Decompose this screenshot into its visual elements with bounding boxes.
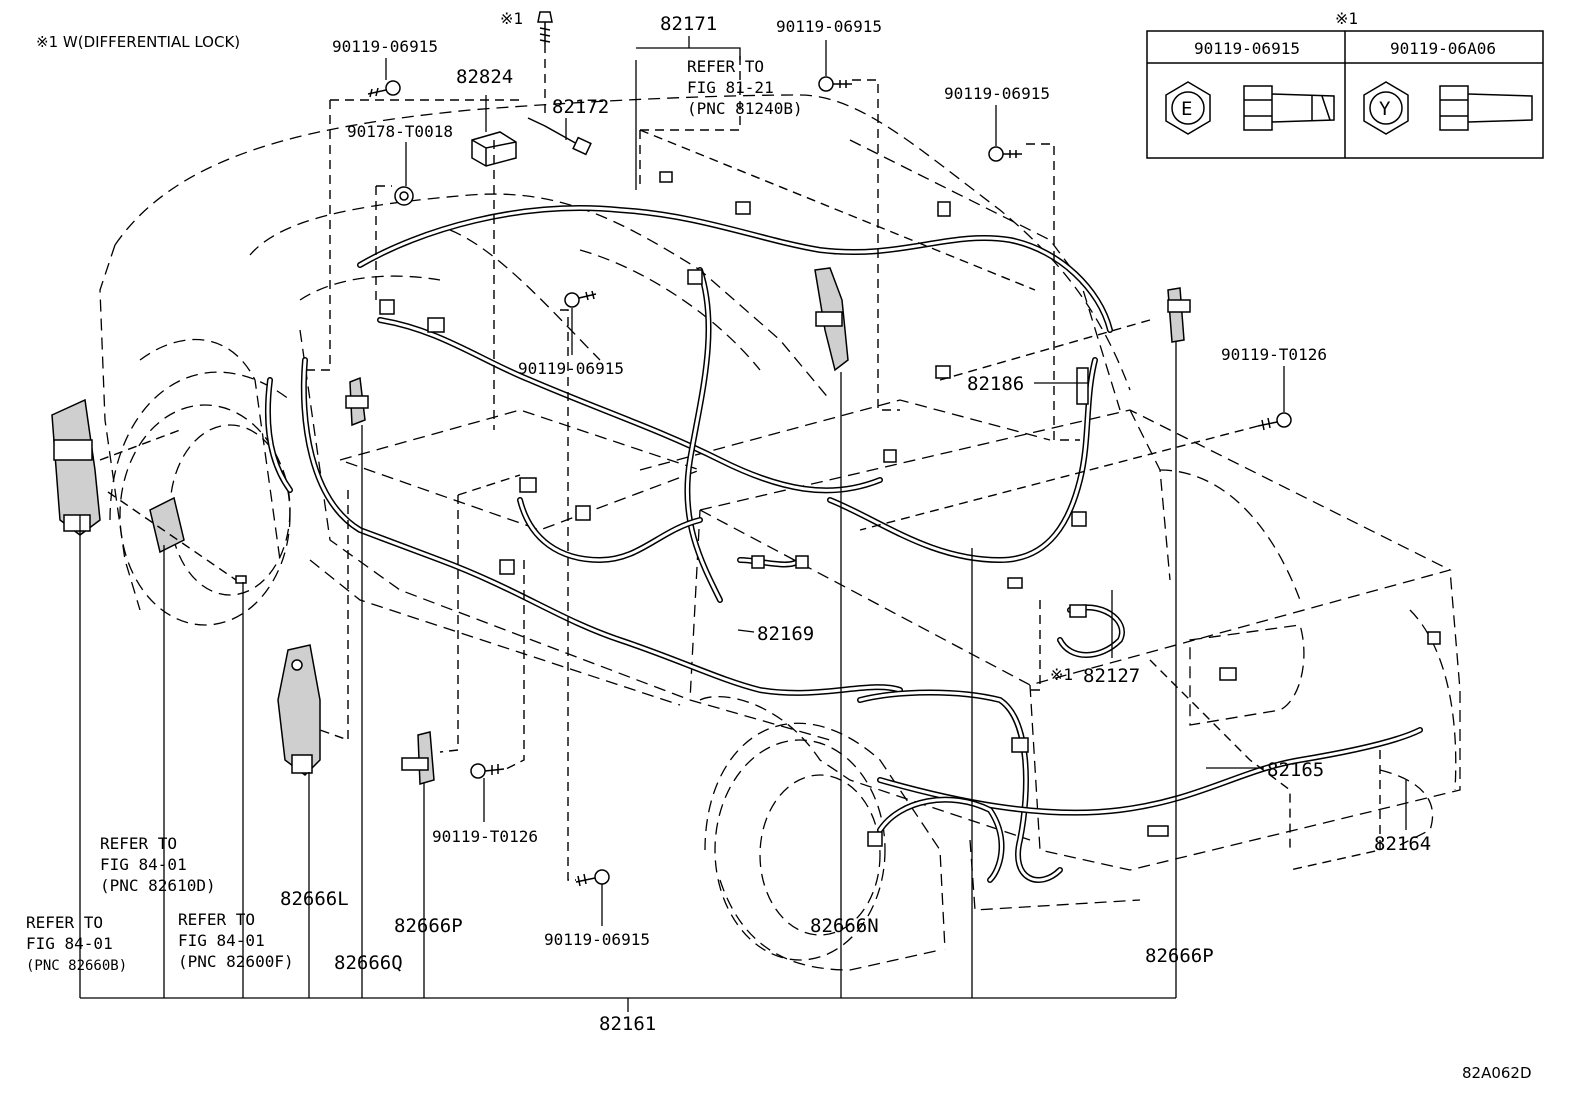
part-number-82186: 82186 xyxy=(967,373,1024,395)
part-82666P-right-bracket xyxy=(1167,287,1191,343)
bolt-icon xyxy=(564,290,597,308)
bolt-icon xyxy=(537,11,553,44)
part-number-82666Q: 82666Q xyxy=(334,952,403,974)
bolt-icon xyxy=(575,869,610,887)
part-82186-clip xyxy=(1076,367,1089,405)
svg-text:(PNC 82600F): (PNC 82600F) xyxy=(178,952,294,971)
part-number-82171: 82171 xyxy=(660,13,717,35)
footnote: ※1 W(DIFFERENTIAL LOCK) xyxy=(36,33,240,51)
svg-text:FIG 84-01: FIG 84-01 xyxy=(178,931,265,950)
svg-text:REFER TO: REFER TO xyxy=(26,913,103,932)
table-column-header: 90119-06915 xyxy=(1194,39,1300,58)
svg-text:REFER TO: REFER TO xyxy=(100,834,177,853)
bolt-icon xyxy=(988,146,1022,162)
wire-harnesses xyxy=(264,205,1423,883)
bolt-part-number: 90119-T0126 xyxy=(432,827,538,846)
part-82661-bracket-assembly xyxy=(51,398,101,536)
vehicle-body-outline xyxy=(99,94,1461,971)
bolt-part-number: 90119-T0126 xyxy=(1221,345,1327,364)
reference-note-82660B: REFER TO FIG 84-01 (PNC 82660B) xyxy=(26,913,127,974)
reference-note-82610D: REFER TO FIG 84-01 (PNC 82610D) xyxy=(100,834,216,895)
part-82666N-bracket xyxy=(814,267,849,372)
fastener-table: ※1 90119-06915 90119-06A06 E Y xyxy=(1146,9,1544,159)
part-82666Q-bracket xyxy=(345,376,369,427)
reference-note-82600F: REFER TO FIG 84-01 (PNC 82600F) xyxy=(178,910,294,971)
svg-text:REFER TO: REFER TO xyxy=(687,57,764,76)
svg-text:REFER TO: REFER TO xyxy=(178,910,255,929)
bolt-part-number: 90119-06915 xyxy=(332,37,438,56)
bolt-part-number: 90119-06915 xyxy=(776,17,882,36)
assembly-guide-lines xyxy=(99,44,1381,881)
part-labels: ※1 W(DIFFERENTIAL LOCK) ※1 82171 82824 8… xyxy=(26,9,1532,1082)
bolt-mark: ※1 xyxy=(500,9,523,28)
part-number-82666N: 82666N xyxy=(810,915,879,937)
svg-text:FIG 81-21: FIG 81-21 xyxy=(687,78,774,97)
table-column-header: 90119-06A06 xyxy=(1390,39,1496,58)
svg-text:(PNC 82610D): (PNC 82610D) xyxy=(100,876,216,895)
part-number-82164: 82164 xyxy=(1374,833,1431,855)
clip-90178-T0018 xyxy=(394,186,414,206)
table-symbol: E xyxy=(1181,98,1192,120)
svg-text:(PNC 81240B): (PNC 81240B) xyxy=(687,99,803,118)
svg-text:(PNC 82660B): (PNC 82660B) xyxy=(26,958,127,974)
part-mark: ※1 xyxy=(1050,665,1073,684)
part-82666P-left-bracket xyxy=(401,731,435,785)
part-82610D-block xyxy=(149,496,185,554)
hex-bolt-e-icon: E xyxy=(1165,81,1335,135)
hex-bolt-y-icon: Y xyxy=(1363,81,1533,135)
bolt-icons xyxy=(367,11,1292,887)
part-number-82169: 82169 xyxy=(757,623,814,645)
part-82666L-bracket xyxy=(277,644,321,776)
drawing-code: 82A062D xyxy=(1462,1064,1532,1082)
bolt-part-number: 90119-06915 xyxy=(544,930,650,949)
part-number-82666P: 82666P xyxy=(1145,945,1214,967)
table-symbol: Y xyxy=(1379,98,1391,120)
part-number-82161: 82161 xyxy=(599,1013,656,1035)
leader-lines xyxy=(79,36,1407,1012)
bolt-part-number: 90119-06915 xyxy=(944,84,1050,103)
part-82172-wire xyxy=(527,117,592,156)
bolt-part-number: 90119-06915 xyxy=(518,359,624,378)
part-number-82666P: 82666P xyxy=(394,915,463,937)
part-number-82127: 82127 xyxy=(1083,665,1140,687)
bolt-icon xyxy=(470,763,505,779)
bolt-icon xyxy=(367,80,401,98)
svg-text:FIG 84-01: FIG 84-01 xyxy=(26,934,113,953)
part-number-82165: 82165 xyxy=(1267,759,1324,781)
reference-note-81240B: REFER TO FIG 81-21 (PNC 81240B) xyxy=(687,57,803,118)
bolt-icon xyxy=(1257,412,1292,431)
connectors xyxy=(235,171,1441,847)
table-mark: ※1 xyxy=(1335,9,1358,28)
part-number-82172: 82172 xyxy=(552,96,609,118)
part-number-82824: 82824 xyxy=(456,66,513,88)
svg-text:FIG 84-01: FIG 84-01 xyxy=(100,855,187,874)
clip-part-number: 90178-T0018 xyxy=(347,122,453,141)
part-number-82666L: 82666L xyxy=(280,888,349,910)
bolt-icon xyxy=(818,76,852,92)
